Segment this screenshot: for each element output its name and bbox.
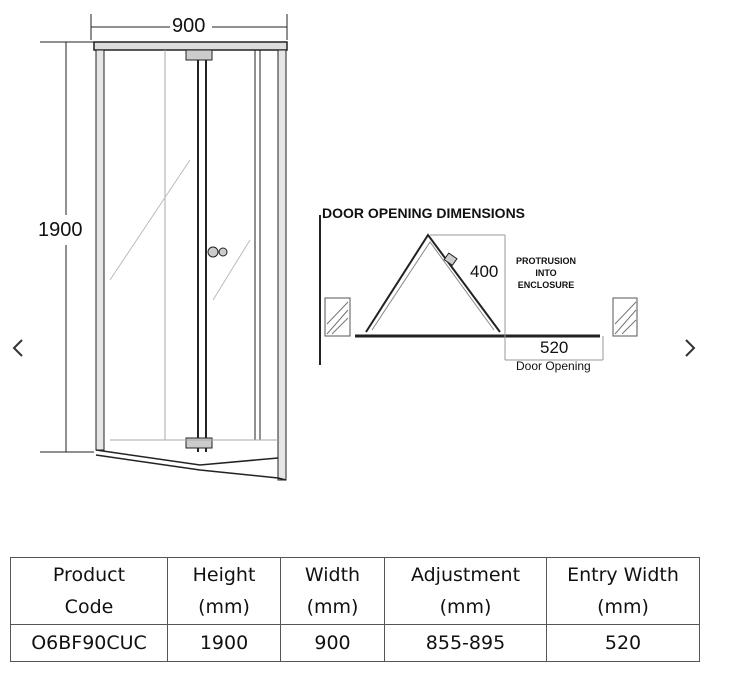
table-row: O6BF90CUC 1900 900 855-895 520 bbox=[10, 624, 700, 662]
shower-door-front-view bbox=[40, 14, 288, 481]
height-dimension-label: 1900 bbox=[38, 219, 83, 241]
table-cell: O6BF90CUC bbox=[10, 624, 168, 662]
table-cell: 900 bbox=[280, 624, 385, 662]
protrusion-label-line: PROTRUSION bbox=[515, 256, 576, 266]
carousel-next-button[interactable] bbox=[676, 333, 704, 363]
protrusion-label-line: INTO bbox=[535, 268, 557, 278]
chevron-right-icon bbox=[685, 339, 696, 357]
table-cell: 520 bbox=[546, 624, 700, 662]
header-cell: Adjustment(mm) bbox=[384, 557, 547, 625]
door-opening-plan-diagram bbox=[319, 215, 638, 365]
chevron-left-icon bbox=[12, 339, 23, 357]
plan-title: DOOR OPENING DIMENSIONS bbox=[322, 205, 526, 221]
protrusion-label: PROTRUSION INTO ENCLOSURE bbox=[510, 255, 582, 291]
table-cell: 855-895 bbox=[384, 624, 547, 662]
header-cell: Width(mm) bbox=[280, 557, 385, 625]
header-cell: Height(mm) bbox=[167, 557, 281, 625]
protrusion-label-line: ENCLOSURE bbox=[517, 280, 575, 290]
table-cell: 1900 bbox=[167, 624, 281, 662]
carousel-prev-button[interactable] bbox=[4, 333, 32, 363]
protrusion-value: 400 bbox=[470, 262, 499, 281]
opening-value: 520 bbox=[540, 338, 569, 357]
width-dimension-label: 900 bbox=[172, 15, 206, 37]
opening-label: Door Opening bbox=[516, 359, 591, 373]
header-cell: Entry Width(mm) bbox=[546, 557, 700, 625]
